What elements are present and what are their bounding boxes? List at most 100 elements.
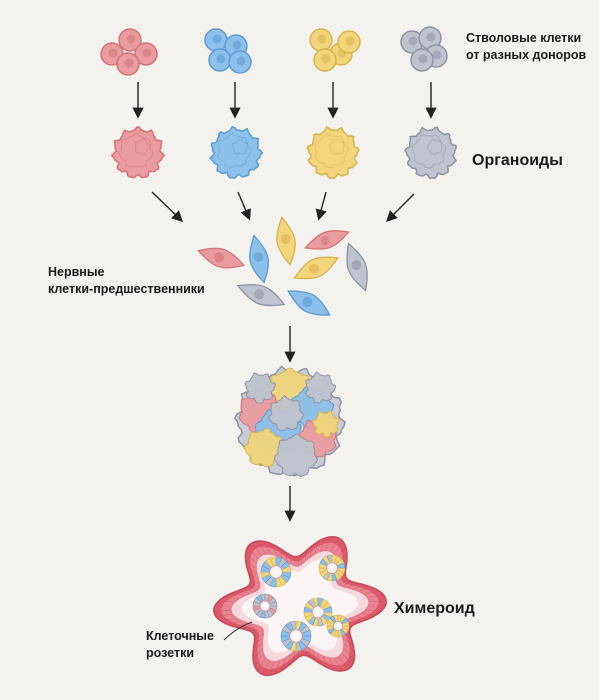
rim-hatch	[359, 587, 373, 592]
rim-hatch	[344, 643, 355, 653]
stem-cell-nucleus	[124, 58, 134, 68]
rim-hatch	[308, 648, 311, 658]
stem-cell-nucleus	[216, 54, 226, 64]
rim-hatch	[278, 547, 283, 559]
rim-hatch	[220, 617, 236, 622]
aggregate-patch	[268, 395, 305, 432]
arrows-organoid-to-progenitors	[151, 191, 415, 222]
rim-hatch	[353, 584, 366, 590]
rim-hatch	[328, 658, 337, 671]
chimeroid-illustration	[213, 535, 387, 677]
organoid-texture	[328, 138, 345, 155]
neural-progenitors-label: Нервные клетки-предшественники	[48, 265, 205, 296]
rim-hatch	[334, 658, 343, 672]
rim-hatch	[250, 582, 259, 588]
rim-hatch	[254, 633, 263, 640]
rim-hatch	[245, 559, 256, 569]
red-donor-stem-cells	[100, 28, 158, 76]
arrows-stem-to-organoid	[132, 82, 437, 119]
stem-cell-nucleus	[317, 34, 327, 44]
rim-hatch	[364, 590, 380, 595]
progenitor-grey	[236, 284, 286, 307]
stem-cell-nucleus	[426, 32, 436, 42]
organoid-texture	[411, 134, 447, 169]
rim-hatch	[245, 552, 256, 564]
organoids	[110, 125, 458, 180]
mixed-cell-aggregate	[233, 365, 347, 478]
rim-hatch	[241, 624, 253, 629]
stem-cell-nucleus	[418, 54, 428, 64]
rim-hatch	[267, 662, 275, 676]
rim-hatch	[257, 658, 266, 672]
rim-hatch	[246, 566, 257, 575]
cell-rosette	[318, 554, 346, 582]
rim-hatch	[224, 596, 239, 599]
cell-rosette	[252, 593, 278, 619]
rim-hatch	[325, 536, 333, 550]
rim-hatch	[334, 540, 343, 554]
yellow-donor-organoid	[306, 126, 360, 180]
rim-hatch	[231, 592, 245, 596]
cell-rosette	[260, 556, 292, 588]
rim-hatch	[344, 648, 355, 660]
aggregate-patch	[273, 433, 319, 478]
rim-hatch	[247, 546, 258, 559]
organoid-body	[403, 126, 458, 180]
rim-hatch	[289, 554, 292, 564]
stem-cells-label: Стволовые клетки от разных доноров	[466, 31, 587, 62]
organoid-body	[306, 126, 360, 180]
rim-hatch	[343, 637, 354, 646]
stem-cell-nucleus	[321, 54, 331, 64]
rim-hatch	[248, 572, 258, 580]
cell-rosettes-label: Клеточные розетки	[146, 629, 214, 660]
organoid-texture	[426, 138, 443, 155]
rim-hatch	[261, 661, 270, 675]
rim-hatch	[248, 585, 258, 590]
organoid-texture	[314, 133, 349, 169]
organoid-body	[209, 125, 264, 180]
stem-cell-nucleus	[432, 50, 442, 60]
organoid-texture	[232, 138, 248, 155]
rim-hatch	[355, 616, 369, 620]
red-donor-organoid	[110, 126, 166, 179]
rim-hatch	[247, 625, 258, 631]
stem-cell-nucleus	[126, 34, 136, 44]
aggregate-patch	[243, 427, 284, 468]
rim-hatch	[336, 546, 346, 558]
aggregate-patch	[244, 372, 276, 404]
rim-hatch	[244, 587, 255, 592]
rim-hatch	[361, 613, 376, 616]
rim-hatch	[281, 658, 286, 671]
rim-hatch	[257, 540, 266, 554]
rim-hatch	[342, 581, 353, 587]
progenitor-red	[196, 247, 245, 269]
neural-progenitor-cells	[196, 216, 368, 316]
rim-hatch	[366, 609, 382, 612]
stem-cell-clusters	[100, 26, 448, 76]
rim-hatch	[309, 545, 313, 557]
rim-hatch	[314, 541, 319, 554]
rim-hatch	[238, 590, 250, 594]
rim-hatch	[251, 627, 261, 633]
stem-cell-nucleus	[408, 36, 418, 46]
stem-cell-nucleus	[232, 40, 242, 50]
progenitor-blue	[287, 290, 331, 316]
aggregate-patch	[304, 371, 337, 404]
rim-hatch	[263, 541, 272, 554]
stem-cell-nucleus	[236, 56, 246, 66]
rim-hatch	[253, 637, 263, 646]
rim-hatch	[337, 576, 346, 583]
aggregate-patch	[311, 410, 340, 438]
rim-hatch	[330, 537, 339, 551]
rim-hatch	[342, 653, 353, 666]
rim-hatch	[254, 654, 264, 666]
chimeroid-label: Химероид	[394, 600, 475, 617]
organoid-body	[110, 126, 166, 179]
rim-hatch	[320, 537, 326, 551]
rim-hatch	[339, 657, 349, 670]
rim-hatch	[293, 651, 295, 662]
cell-rosette	[326, 614, 350, 638]
grey-donor-stem-cells	[400, 26, 448, 72]
organoid-texture	[134, 138, 151, 155]
